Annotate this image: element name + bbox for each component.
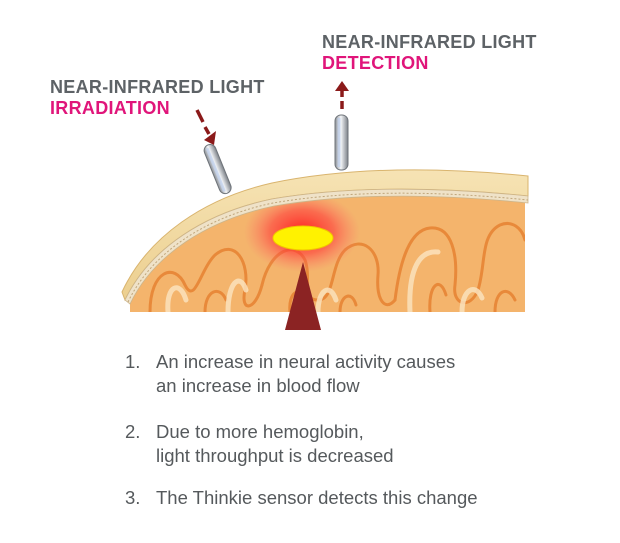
step-number: 2. bbox=[125, 421, 141, 442]
detection-arrow bbox=[335, 81, 349, 109]
hemoglobin-spot bbox=[272, 225, 334, 251]
step-text-line: The Thinkie sensor detects this change bbox=[156, 487, 478, 508]
step-text-line: light throughput is decreased bbox=[156, 445, 394, 466]
irradiation-arrow bbox=[195, 109, 216, 145]
step-text: Due to more hemoglobin, light throughput… bbox=[156, 420, 546, 468]
neural-activity-marker bbox=[285, 262, 321, 330]
detection-probe bbox=[334, 114, 349, 171]
step-number: 3. bbox=[125, 487, 141, 508]
detection-label-line2: DETECTION bbox=[322, 53, 429, 73]
step-text: The Thinkie sensor detects this change bbox=[156, 486, 546, 510]
step-number: 1. bbox=[125, 351, 141, 372]
step-item: 1. An increase in neural activity causes… bbox=[125, 350, 546, 398]
irradiation-label: NEAR-INFRARED LIGHT IRRADIATION bbox=[50, 77, 265, 119]
steps-list: 1. An increase in neural activity causes… bbox=[125, 350, 546, 532]
detection-label: NEAR-INFRARED LIGHT DETECTION bbox=[322, 32, 537, 74]
step-text-line: an increase in blood flow bbox=[156, 375, 360, 396]
step-text-line: An increase in neural activity causes bbox=[156, 351, 456, 372]
irradiation-label-line1: NEAR-INFRARED LIGHT bbox=[50, 77, 265, 97]
irradiation-label-line2: IRRADIATION bbox=[50, 98, 170, 118]
detection-label-line1: NEAR-INFRARED LIGHT bbox=[322, 32, 537, 52]
step-item: 2. Due to more hemoglobin, light through… bbox=[125, 420, 546, 468]
step-text: An increase in neural activity causes an… bbox=[156, 350, 546, 398]
step-text-line: Due to more hemoglobin, bbox=[156, 421, 364, 442]
step-item: 3. The Thinkie sensor detects this chang… bbox=[125, 486, 546, 510]
irradiation-probe bbox=[203, 144, 232, 195]
